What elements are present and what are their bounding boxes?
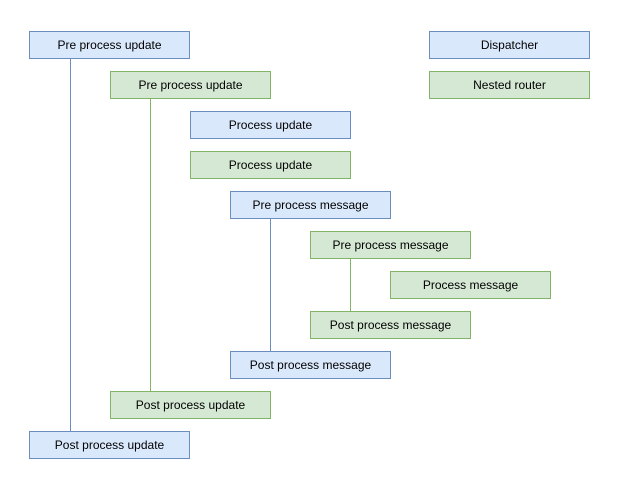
node-pre-process-message-nested-router[interactable]: Pre process message (310, 231, 471, 259)
node-pre-process-update-nested-router[interactable]: Pre process update (110, 71, 271, 99)
node-post-process-update-dispatcher[interactable]: Post process update (29, 431, 190, 459)
node-process-update-nested-router[interactable]: Process update (190, 151, 351, 179)
node-process-message-nested-router[interactable]: Process message (390, 271, 551, 299)
connector-nested-router-outer (150, 99, 151, 391)
node-pre-process-message-dispatcher[interactable]: Pre process message (230, 191, 391, 219)
connector-dispatcher-inner (270, 219, 271, 351)
connector-dispatcher-outer (70, 59, 71, 431)
node-process-update-dispatcher[interactable]: Process update (190, 111, 351, 139)
node-post-process-update-nested-router[interactable]: Post process update (110, 391, 271, 419)
connector-nested-router-inner (350, 259, 351, 311)
legend-item-dispatcher[interactable]: Dispatcher (429, 31, 590, 59)
node-post-process-message-nested-router[interactable]: Post process message (310, 311, 471, 339)
node-pre-process-update-dispatcher[interactable]: Pre process update (29, 31, 190, 59)
legend-item-nested-router[interactable]: Nested router (429, 71, 590, 99)
node-post-process-message-dispatcher[interactable]: Post process message (230, 351, 391, 379)
